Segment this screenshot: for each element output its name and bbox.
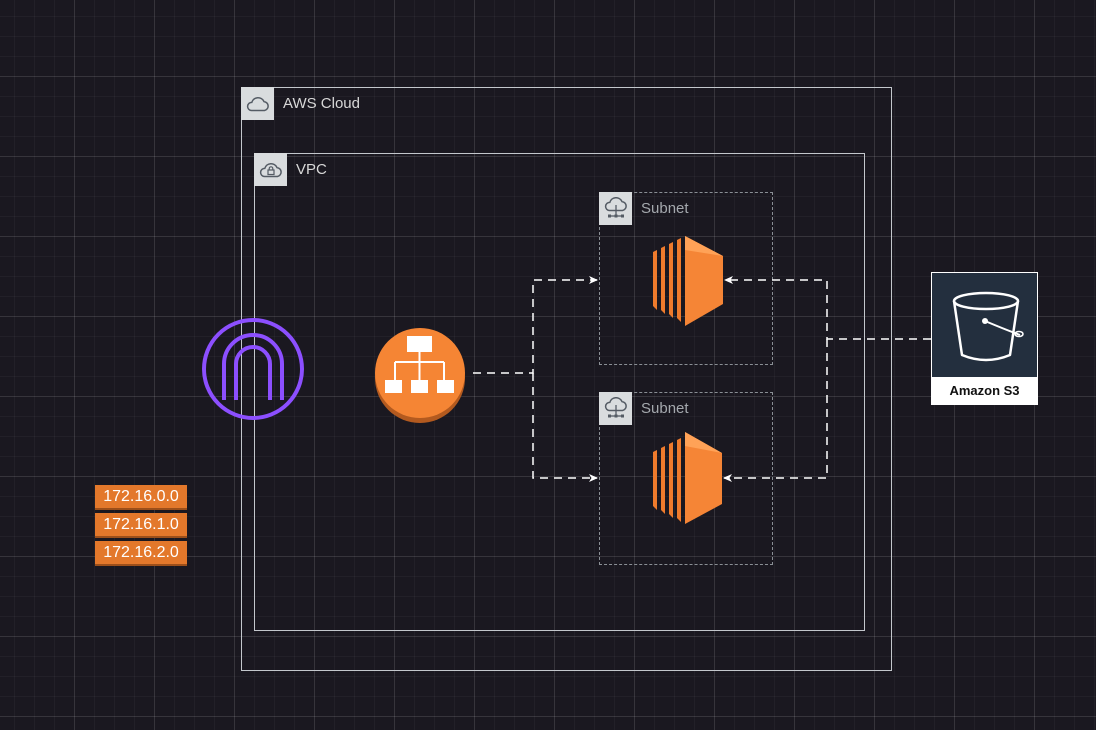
amazon-s3-node[interactable]: Amazon S3 bbox=[931, 272, 1038, 405]
elastic-load-balancer-icon[interactable] bbox=[375, 328, 465, 423]
vpc-group: VPC bbox=[254, 153, 865, 631]
ip-range-list: 172.16.0.0 172.16.1.0 172.16.2.0 bbox=[95, 485, 187, 569]
internet-gateway-icon[interactable] bbox=[202, 318, 304, 420]
ip-range-tag[interactable]: 172.16.0.0 bbox=[95, 485, 187, 508]
cloud-network-icon bbox=[599, 192, 632, 225]
subnet-label: Subnet bbox=[641, 200, 689, 217]
ec2-instance-icon[interactable] bbox=[653, 432, 722, 524]
amazon-s3-label: Amazon S3 bbox=[949, 383, 1020, 398]
elb-to-ec2-top-connector[interactable] bbox=[473, 276, 598, 374]
elb-to-ec2-bottom-connector[interactable] bbox=[532, 373, 598, 482]
cloud-network-icon bbox=[599, 392, 632, 425]
vpc-label: VPC bbox=[296, 161, 327, 178]
aws-cloud-label: AWS Cloud bbox=[283, 95, 360, 112]
s3-to-ec2-bottom-connector[interactable] bbox=[723, 339, 828, 482]
subnet-label: Subnet bbox=[641, 400, 689, 417]
cloud-icon bbox=[241, 87, 274, 120]
cloud-lock-icon bbox=[254, 153, 287, 186]
ip-range-tag[interactable]: 172.16.1.0 bbox=[95, 513, 187, 536]
ip-range-tag[interactable]: 172.16.2.0 bbox=[95, 541, 187, 564]
s3-bucket-icon bbox=[932, 273, 1037, 377]
aws-cloud-group: AWS Cloud bbox=[241, 87, 892, 671]
subnet-group: Subnet bbox=[599, 392, 773, 565]
subnet-group: Subnet bbox=[599, 192, 773, 365]
ec2-instance-icon[interactable] bbox=[653, 236, 723, 326]
s3-to-ec2-top-connector[interactable] bbox=[724, 276, 931, 340]
